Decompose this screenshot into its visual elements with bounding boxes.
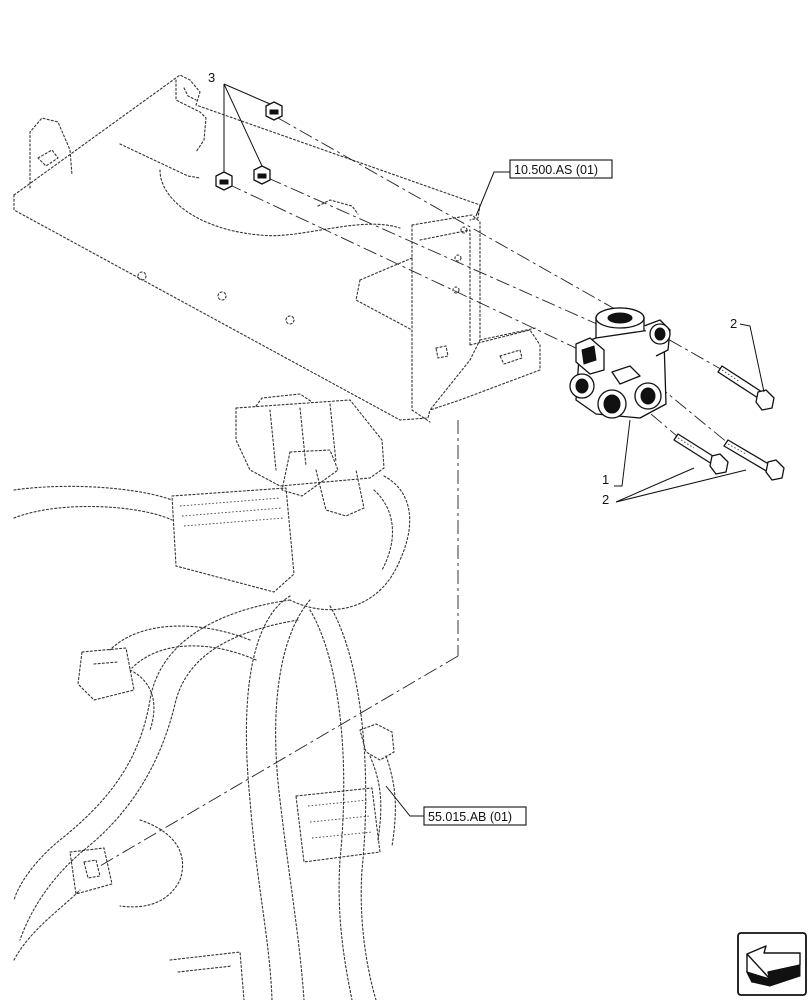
mounting-bracket	[13, 74, 541, 423]
flange-nut	[253, 165, 271, 185]
solenoid-valve	[569, 307, 671, 419]
harness-reference-text[interactable]: 55.015.AB (01)	[428, 810, 512, 824]
flange-nut	[265, 101, 283, 121]
bolt-short	[673, 433, 729, 475]
wiring-harness	[13, 393, 411, 1000]
callout-short-bolts: 2	[602, 492, 609, 507]
bracket-reference-link[interactable]: 10.500.AS (01)	[509, 159, 613, 179]
arrow-icon[interactable]	[737, 932, 807, 996]
harness-reference-link[interactable]: 55.015.AB (01)	[423, 806, 527, 826]
flange-nut	[215, 171, 233, 191]
callout-nuts: 3	[208, 70, 215, 85]
callout-valve: 1	[602, 472, 609, 487]
leader-lines	[223, 83, 765, 817]
bracket-reference-text[interactable]: 10.500.AS (01)	[514, 163, 598, 177]
bolt-short	[723, 439, 785, 481]
bolt-long	[717, 365, 775, 411]
callout-long-bolt: 2	[730, 316, 737, 331]
